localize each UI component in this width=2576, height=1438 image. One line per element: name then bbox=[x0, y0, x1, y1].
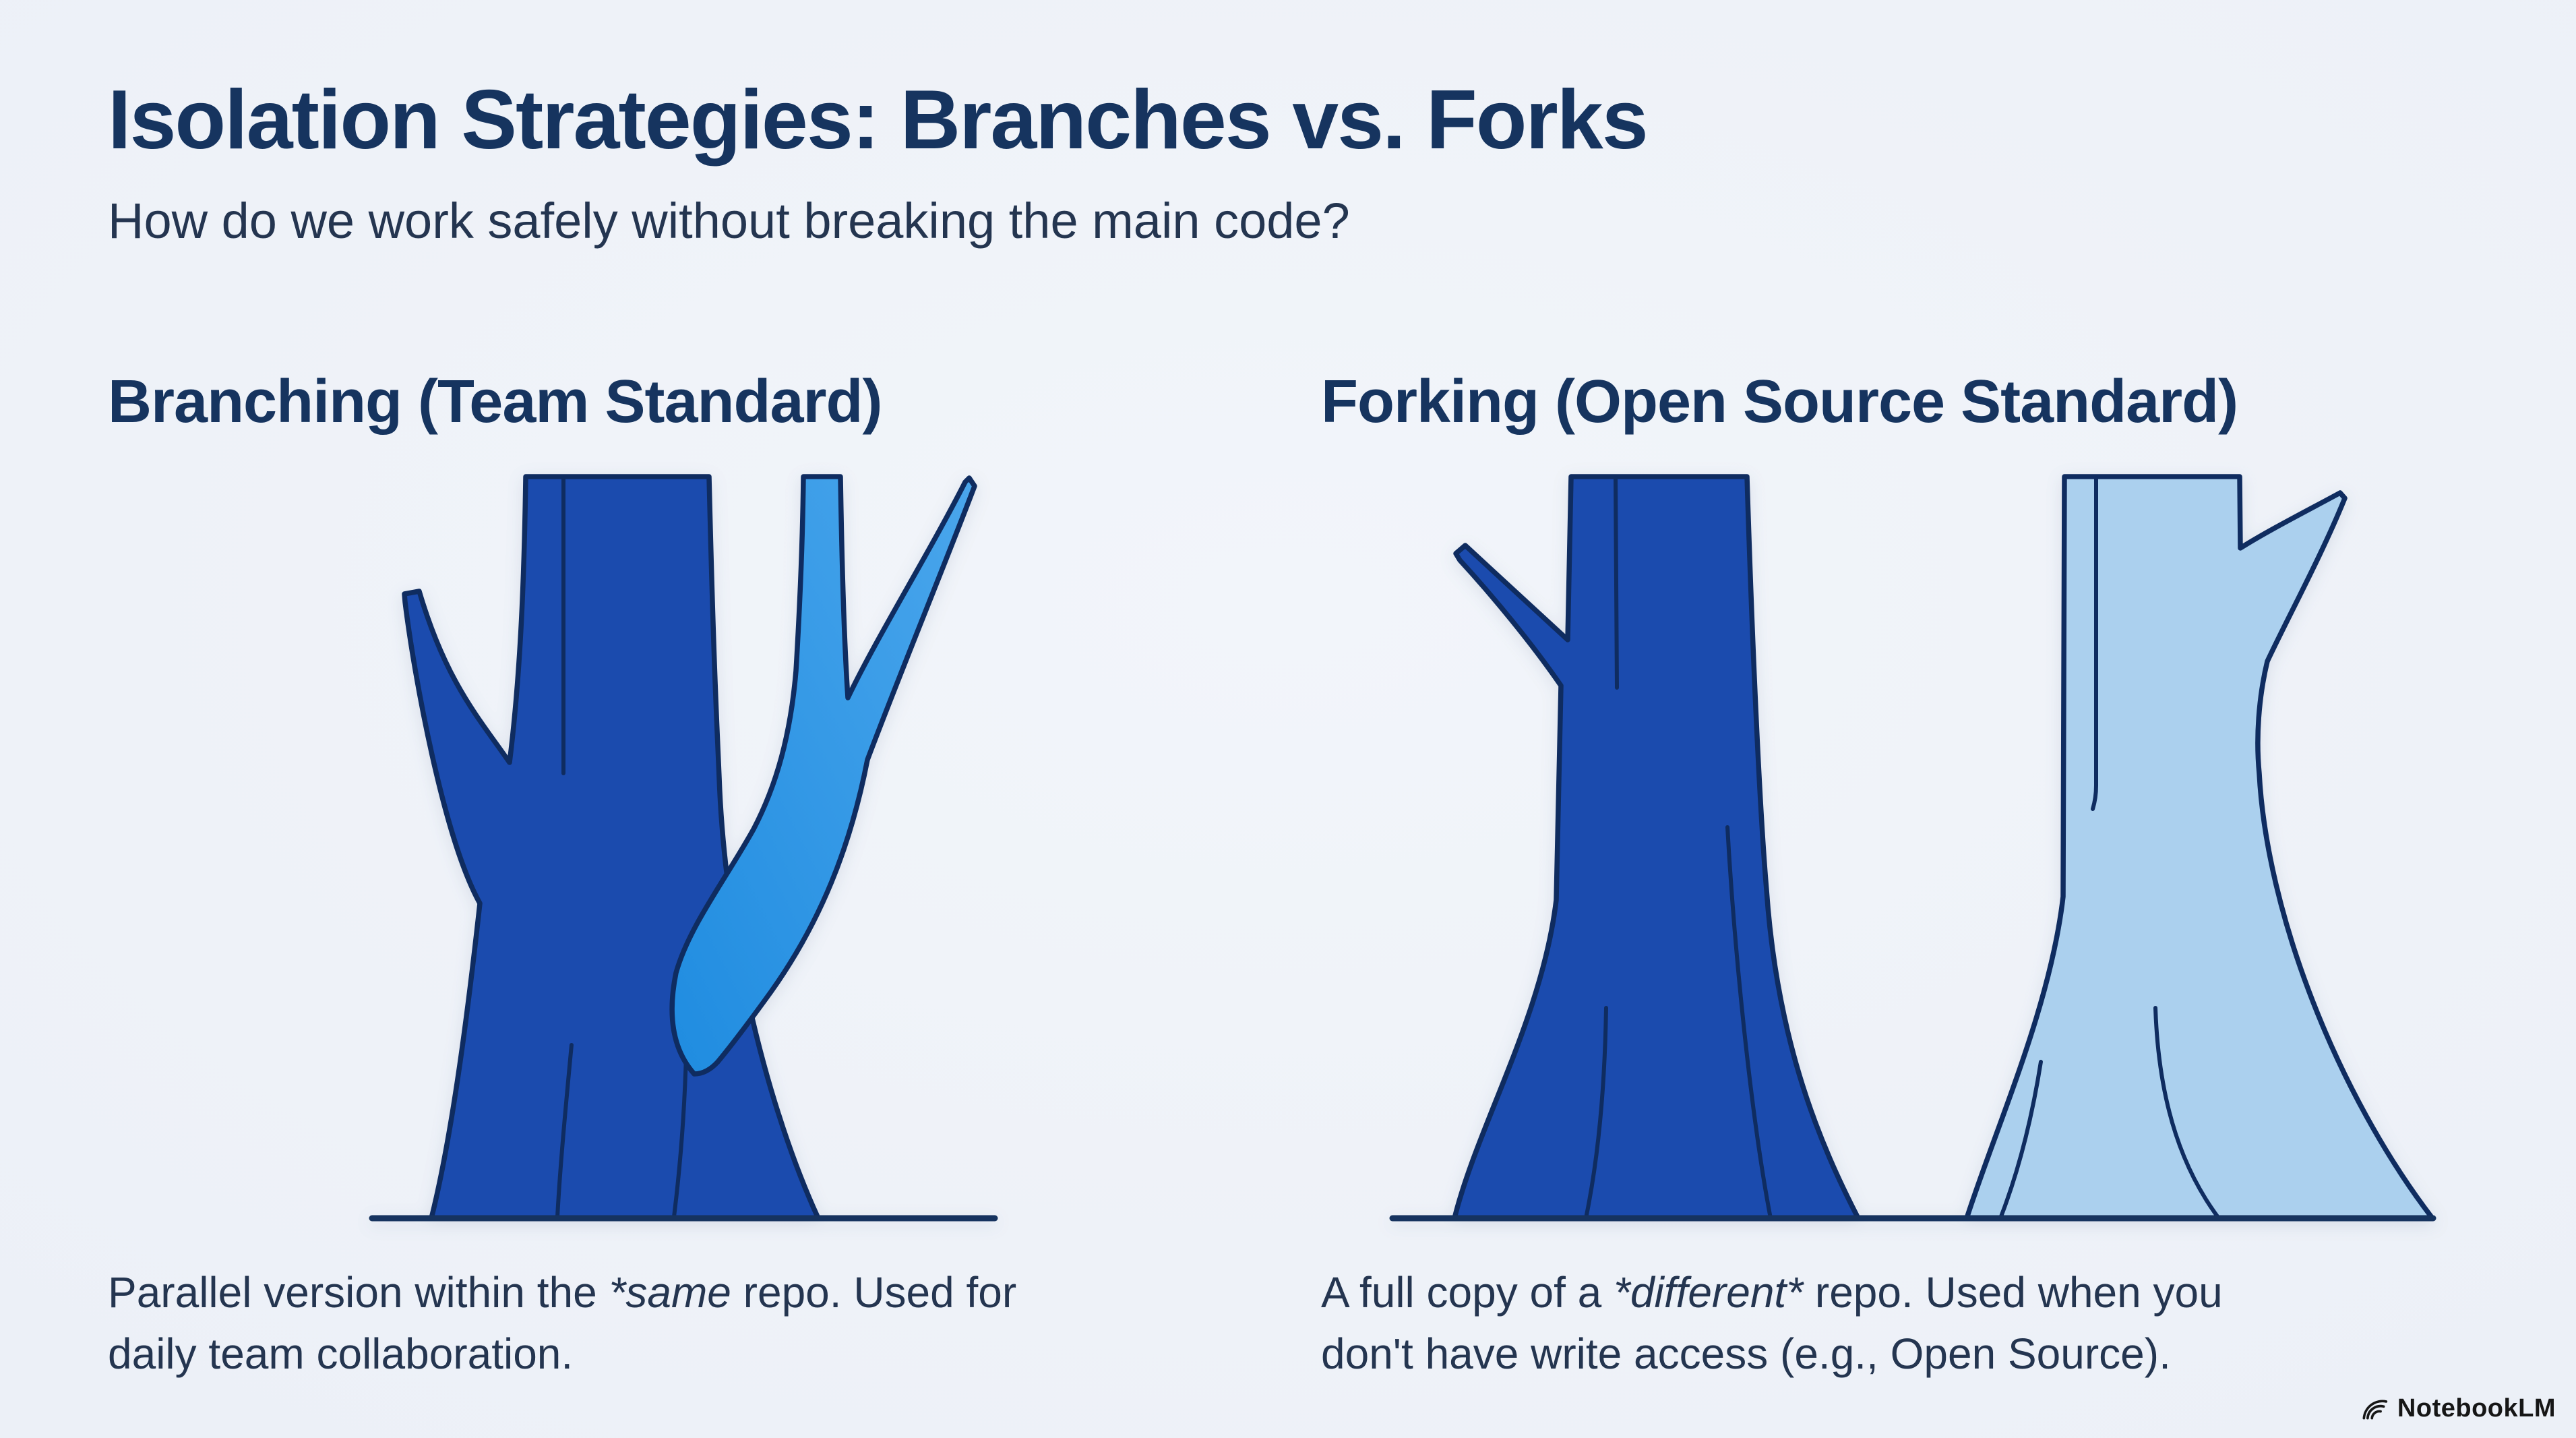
forking-caption: A full copy of a *different* repo. Used … bbox=[1321, 1262, 2521, 1385]
page-title: Isolation Strategies: Branches vs. Forks bbox=[108, 73, 1649, 167]
branching-tree-illustration bbox=[369, 474, 998, 1222]
branching-caption-line2: daily team collaboration. bbox=[108, 1329, 574, 1378]
page-subtitle: How do we work safely without breaking t… bbox=[108, 193, 1350, 249]
forking-caption-emphasis: *different* bbox=[1614, 1268, 1804, 1317]
notebooklm-label: NotebookLM bbox=[2397, 1394, 2556, 1422]
forking-caption-line2: don't have write access (e.g., Open Sour… bbox=[1321, 1329, 2171, 1378]
branching-caption-emphasis: *same bbox=[609, 1268, 731, 1317]
branching-heading: Branching (Team Standard) bbox=[108, 368, 882, 436]
origin-repo-tree bbox=[1452, 474, 1861, 1221]
branching-caption-text-after: repo. Used for bbox=[731, 1268, 1017, 1317]
forked-tree-texture-lines bbox=[1998, 476, 2221, 1220]
notebooklm-logo-icon bbox=[2362, 1400, 2388, 1420]
forked-repo-tree bbox=[1964, 474, 2435, 1221]
forking-caption-text-after: repo. Used when you bbox=[1803, 1268, 2223, 1317]
forking-caption-text: A full copy of a bbox=[1321, 1268, 1614, 1317]
forking-heading: Forking (Open Source Standard) bbox=[1321, 368, 2238, 436]
branching-caption-text: Parallel version within the bbox=[108, 1268, 609, 1317]
forking-trees-illustration bbox=[1389, 474, 2436, 1222]
branching-caption: Parallel version within the *same repo. … bbox=[108, 1262, 1267, 1385]
notebooklm-watermark: NotebookLM bbox=[2359, 1394, 2556, 1423]
feature-branch bbox=[669, 474, 977, 1077]
origin-tree-texture-lines bbox=[1584, 476, 1773, 1220]
